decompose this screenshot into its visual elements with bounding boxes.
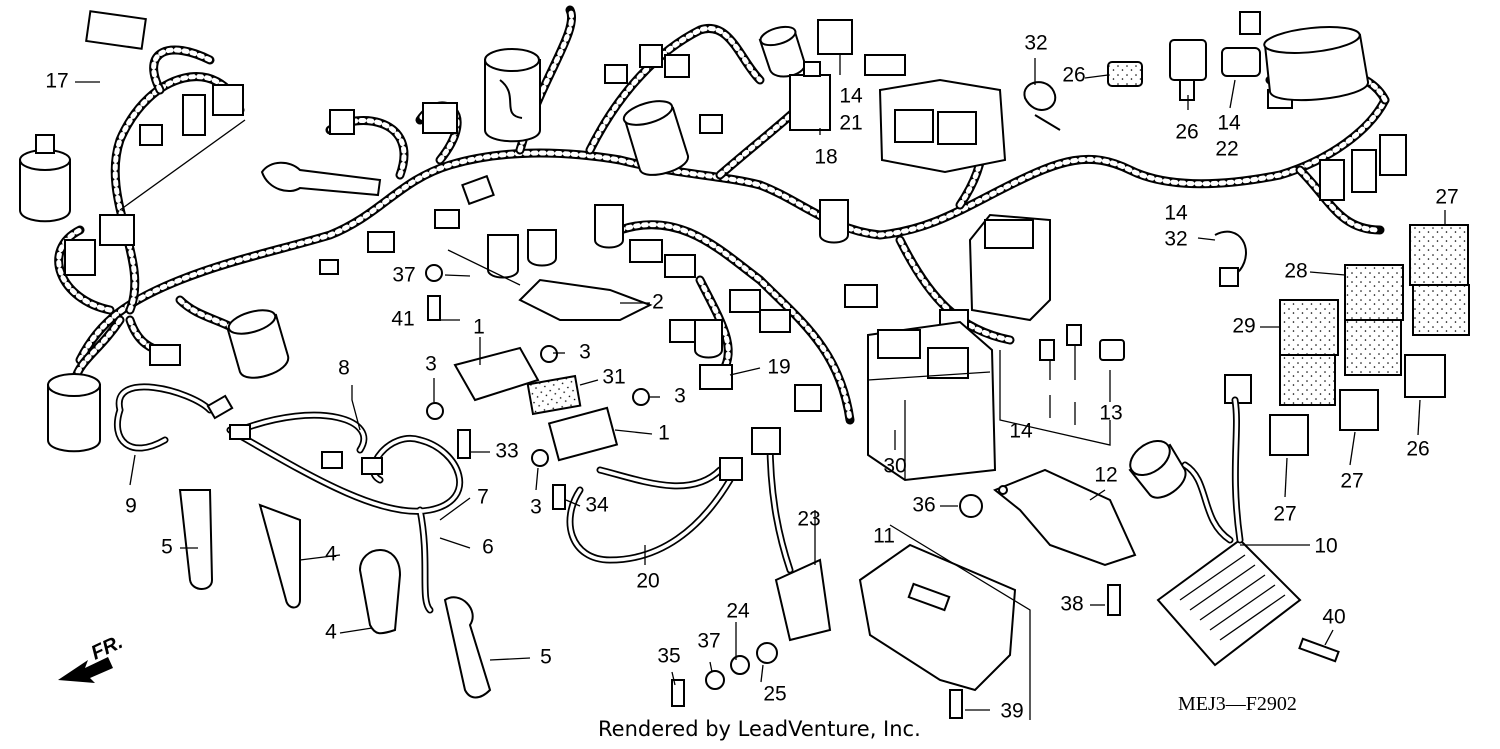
callout-3-c: 3 <box>674 385 686 408</box>
callout-4-a: 4 <box>325 543 337 566</box>
callout-10: 10 <box>1314 535 1337 558</box>
part-28-ecu <box>867 320 997 482</box>
callout-5-b: 5 <box>540 646 552 669</box>
part-12-stay <box>993 468 1137 567</box>
callout-37-b: 39 <box>1000 700 1023 723</box>
callout-14-d: 14 <box>1009 420 1033 443</box>
callout-17: 19 <box>767 356 790 379</box>
callout-19: 21 <box>839 112 862 135</box>
callout-32-a: 33 <box>495 440 518 463</box>
callout-31: 32 <box>1164 228 1187 251</box>
callout-27-b: 28 <box>1284 260 1307 283</box>
part-29-pad <box>526 374 582 416</box>
callout-37-a: 38 <box>1060 593 1083 616</box>
callout-12: 12 <box>1094 464 1117 487</box>
top-centre-coils <box>484 25 849 359</box>
callout-23: 25 <box>763 683 786 706</box>
callout-27-c: 29 <box>1232 315 1255 338</box>
part-31-clamp-band <box>1214 230 1247 287</box>
main-wire-harness <box>54 5 1390 425</box>
callout-22: 24 <box>726 600 750 623</box>
callout-25: 26 <box>1062 64 1085 87</box>
callout-6: 6 <box>482 536 494 559</box>
part-30-clamp <box>1023 81 1061 131</box>
callout-35: 37 <box>392 264 415 287</box>
callout-21: 23 <box>797 508 820 531</box>
callout-16: 18 <box>814 146 837 169</box>
callout-39: 41 <box>391 308 414 331</box>
part-24-relay <box>1169 39 1207 101</box>
relays-27 <box>1279 224 1470 406</box>
callout-38: 40 <box>1322 606 1345 629</box>
callout-9: 9 <box>125 495 137 518</box>
callout-29: 31 <box>602 366 625 389</box>
callout-13: 13 <box>1099 402 1122 425</box>
part-11-cover <box>858 543 1017 692</box>
part-21-holder <box>751 427 832 642</box>
callout-15: 17 <box>45 70 68 93</box>
callout-18: 20 <box>636 570 659 593</box>
callout-11: 11 <box>873 525 895 548</box>
callout-8: 8 <box>338 357 350 380</box>
bolts-and-washers <box>425 264 1340 719</box>
callout-labels: 17 1 1 2 3 3 3 3 4 4 5 5 6 7 8 9 10 11 1… <box>45 32 1458 723</box>
part-14-16-19-connectors <box>789 19 853 131</box>
part-25-cap <box>1107 61 1143 87</box>
callout-7: 7 <box>477 486 489 509</box>
callout-5-a: 5 <box>161 536 173 559</box>
callout-36: 37 <box>697 630 720 653</box>
callout-14-b: 14 <box>1217 112 1241 135</box>
callout-27-a: 27 <box>1435 186 1458 209</box>
callout-4-b: 4 <box>325 621 337 644</box>
callout-3-a: 3 <box>579 341 591 364</box>
callout-26-a: 26 <box>1406 438 1429 461</box>
callout-2: 2 <box>652 291 664 314</box>
fuses-40-41-13 <box>1039 324 1125 361</box>
leader-lines <box>75 55 1446 720</box>
lower-left-coils <box>47 309 290 453</box>
callout-20: 22 <box>1215 138 1238 161</box>
callout-32-b: 34 <box>585 494 609 517</box>
callout-28: 30 <box>883 455 906 478</box>
part-15-coil-top-left <box>19 134 71 223</box>
right-coil-top <box>1263 26 1369 102</box>
callout-30: 32 <box>1024 32 1047 55</box>
callout-3-b: 3 <box>425 353 437 376</box>
callout-1: 1 <box>473 316 485 339</box>
diagram-code: MEJ3—F2902 <box>1178 693 1297 715</box>
fuse-box-block <box>878 78 1007 174</box>
callout-34: 36 <box>912 494 935 517</box>
callout-1-lower: 1 <box>658 422 670 445</box>
part-10-regulator <box>1128 396 1302 667</box>
part-18-sub-harness <box>566 457 743 564</box>
part-2-bracket <box>518 278 653 321</box>
callout-14-a: 14 <box>839 85 863 108</box>
front-arrow-icon: FR. <box>58 631 126 683</box>
callout-14-c: 14 <box>1164 202 1188 225</box>
callout-26-c: 27 <box>1273 503 1296 526</box>
callout-24: 26 <box>1175 121 1198 144</box>
part-14-20-connector <box>1221 47 1261 77</box>
relays-26 <box>1269 354 1446 456</box>
callout-33: 35 <box>657 645 680 668</box>
callout-26-b: 27 <box>1340 470 1363 493</box>
part-1-coils <box>453 346 619 462</box>
front-label: FR. <box>88 631 126 665</box>
starter-relay-box <box>968 213 1051 322</box>
spark-plug-caps <box>178 489 492 699</box>
credit-text: Rendered by LeadVenture, Inc. <box>598 717 921 741</box>
callout-3-d: 3 <box>530 496 542 519</box>
spark-plug-wires <box>113 383 463 614</box>
